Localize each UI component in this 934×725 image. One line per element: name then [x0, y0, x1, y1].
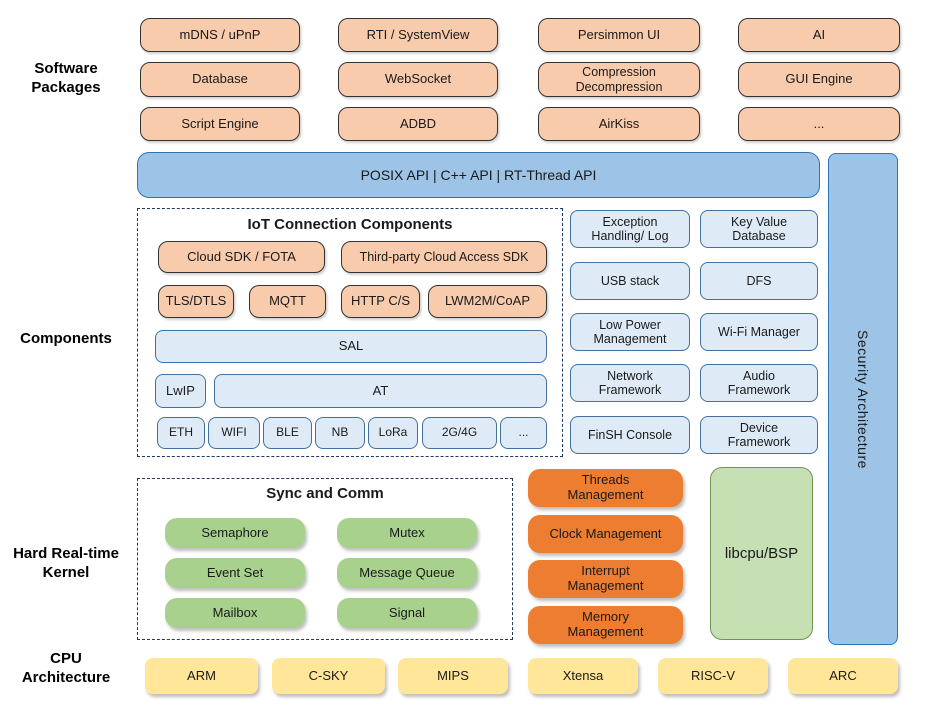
- sync-and-comm-title: Sync and Comm: [266, 485, 384, 502]
- iot-box-http-cs: HTTP C/S: [341, 285, 420, 318]
- iot-box-mqtt: MQTT: [249, 285, 326, 318]
- libcpu-bsp-box: libcpu/BSP: [710, 467, 813, 640]
- section-label-cpu-architecture: CPU Architecture: [21, 650, 111, 686]
- security-architecture-label: Security Architecture: [855, 329, 872, 469]
- package-box-rti-systemview: RTI / SystemView: [338, 18, 498, 52]
- iot-link-2g4g: 2G/4G: [422, 417, 497, 449]
- component-box-device-framework: Device Framework: [700, 416, 818, 454]
- iot-box-sal: SAL: [155, 330, 547, 363]
- package-box-compression: Compression Decompression: [538, 62, 700, 97]
- section-label-kernel: Hard Real-time Kernel: [13, 545, 119, 581]
- kernel-box-threads-management: Threads Management: [528, 469, 683, 507]
- kernel-box-mailbox: Mailbox: [165, 598, 305, 628]
- component-box-dfs: DFS: [700, 262, 818, 300]
- api-bar: POSIX API | C++ API | RT-Thread API: [137, 152, 820, 198]
- cpu-box-arm: ARM: [145, 658, 258, 694]
- section-label-components: Components: [20, 330, 112, 347]
- iot-box-cloud-sdk-fota: Cloud SDK / FOTA: [158, 241, 325, 273]
- iot-box-third-party-sdk: Third-party Cloud Access SDK: [341, 241, 547, 273]
- package-box-more: ...: [738, 107, 900, 141]
- cpu-box-xtensa: Xtensa: [528, 658, 638, 694]
- cpu-box-mips: MIPS: [398, 658, 508, 694]
- component-box-audio-framework: Audio Framework: [700, 364, 818, 402]
- package-box-websocket: WebSocket: [338, 62, 498, 97]
- iot-box-tls-dtls: TLS/DTLS: [158, 285, 234, 318]
- kernel-box-memory-management: Memory Management: [528, 606, 683, 644]
- kernel-box-message-queue: Message Queue: [337, 558, 477, 588]
- package-box-persimmon-ui: Persimmon UI: [538, 18, 700, 52]
- iot-box-lwm2m-coap: LWM2M/CoAP: [428, 285, 547, 318]
- cpu-box-csky: C-SKY: [272, 658, 385, 694]
- iot-link-nb: NB: [315, 417, 365, 449]
- cpu-box-arc: ARC: [788, 658, 898, 694]
- iot-box-lwip: LwIP: [155, 374, 206, 408]
- component-box-exception-handling-log: Exception Handling/ Log: [570, 210, 690, 248]
- cpu-box-riscv: RISC-V: [658, 658, 768, 694]
- package-box-adbd: ADBD: [338, 107, 498, 141]
- iot-link-eth: ETH: [157, 417, 205, 449]
- package-box-database: Database: [140, 62, 300, 97]
- iot-box-at: AT: [214, 374, 547, 408]
- kernel-box-semaphore: Semaphore: [165, 518, 305, 548]
- component-box-low-power-management: Low Power Management: [570, 313, 690, 351]
- package-box-mdns-upnp: mDNS / uPnP: [140, 18, 300, 52]
- component-box-finsh-console: FinSH Console: [570, 416, 690, 454]
- component-box-usb-stack: USB stack: [570, 262, 690, 300]
- kernel-box-interrupt-management: Interrupt Management: [528, 560, 683, 598]
- package-box-ai: AI: [738, 18, 900, 52]
- iot-link-lora: LoRa: [368, 417, 418, 449]
- component-box-key-value-database: Key Value Database: [700, 210, 818, 248]
- iot-connection-components-title: IoT Connection Components: [247, 216, 453, 233]
- security-architecture-bar: Security Architecture: [828, 153, 898, 645]
- component-box-network-framework: Network Framework: [570, 364, 690, 402]
- kernel-box-signal: Signal: [337, 598, 477, 628]
- iot-link-ble: BLE: [263, 417, 312, 449]
- sync-and-comm-box: [137, 478, 513, 640]
- iot-link-more: ...: [500, 417, 547, 449]
- package-box-script-engine: Script Engine: [140, 107, 300, 141]
- component-box-wifi-manager: Wi-Fi Manager: [700, 313, 818, 351]
- iot-link-wifi: WIFI: [208, 417, 260, 449]
- kernel-box-clock-management: Clock Management: [528, 515, 683, 553]
- kernel-box-event-set: Event Set: [165, 558, 305, 588]
- iot-connection-components-box: [137, 208, 563, 457]
- package-box-airkiss: AirKiss: [538, 107, 700, 141]
- section-label-software-packages: Software Packages: [31, 60, 101, 96]
- kernel-box-mutex: Mutex: [337, 518, 477, 548]
- package-box-gui-engine: GUI Engine: [738, 62, 900, 97]
